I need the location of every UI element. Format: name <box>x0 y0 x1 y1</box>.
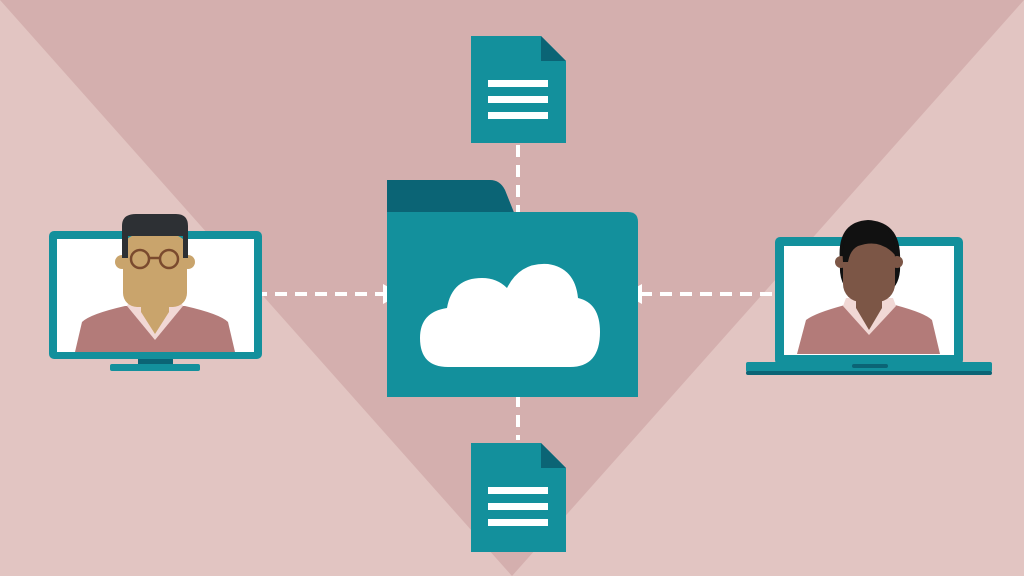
document-icon <box>471 36 566 143</box>
laptop-base <box>746 362 992 375</box>
avatar-woman <box>797 220 940 354</box>
cloud-folder-icon <box>387 180 638 397</box>
glasses-icon <box>129 248 180 270</box>
avatar-man <box>75 214 235 352</box>
document-icon <box>471 443 566 552</box>
cloud-icon <box>420 263 600 367</box>
connector-lines <box>255 145 780 440</box>
